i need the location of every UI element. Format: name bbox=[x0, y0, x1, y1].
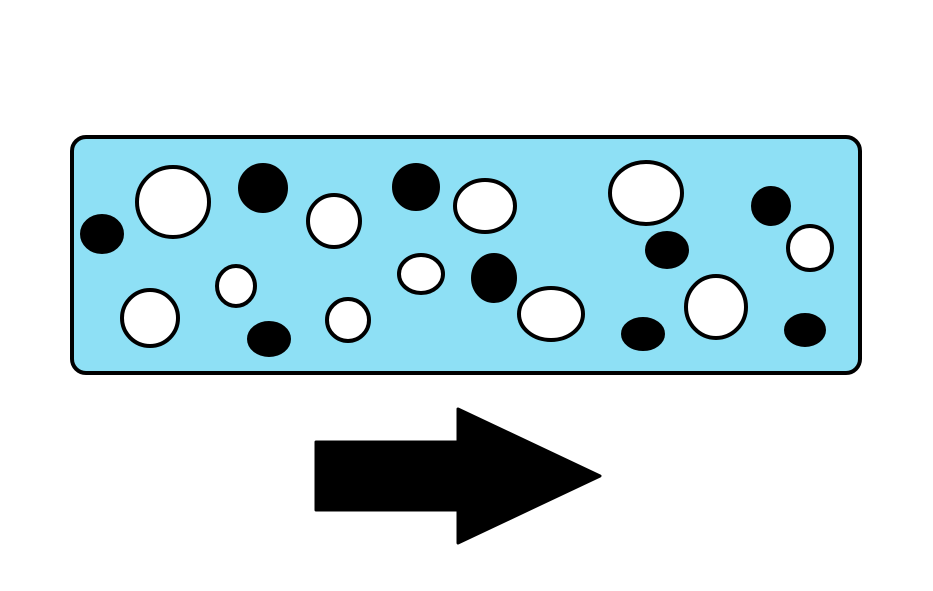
dark-particle bbox=[645, 231, 689, 269]
light-particle bbox=[608, 160, 684, 226]
dark-particle bbox=[751, 186, 791, 226]
light-particle bbox=[786, 224, 834, 272]
arrow-right-icon bbox=[314, 407, 602, 545]
light-particle bbox=[453, 178, 517, 234]
light-particle bbox=[397, 253, 445, 295]
dark-particle bbox=[784, 313, 826, 347]
light-particle bbox=[135, 165, 211, 239]
dark-particle bbox=[80, 214, 124, 254]
dark-particle bbox=[247, 321, 291, 357]
light-particle bbox=[306, 193, 362, 249]
light-particle bbox=[684, 274, 748, 340]
light-particle bbox=[120, 288, 180, 348]
dark-particle bbox=[392, 163, 440, 211]
particles-group bbox=[80, 160, 834, 357]
dark-particle bbox=[238, 163, 288, 213]
dark-particle bbox=[471, 253, 517, 303]
light-particle bbox=[325, 297, 371, 343]
dark-particle bbox=[621, 317, 665, 351]
light-particle bbox=[517, 286, 585, 342]
light-particle bbox=[215, 264, 257, 308]
